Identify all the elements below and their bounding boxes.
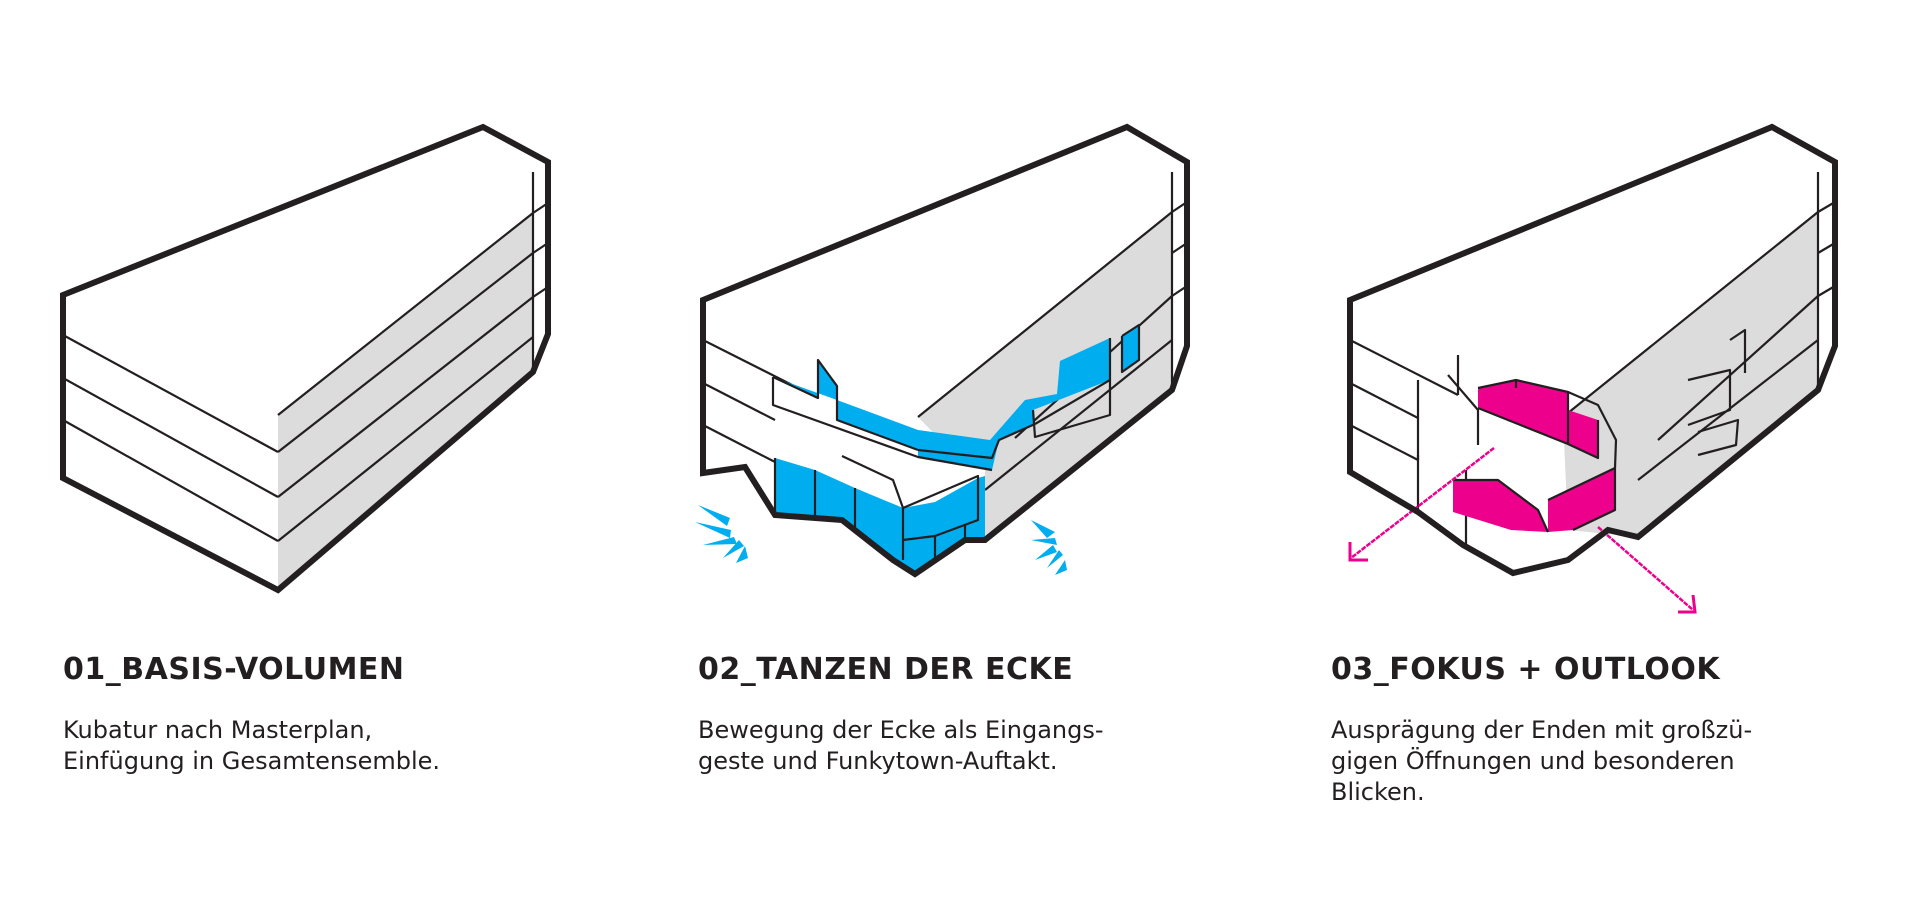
step-description: Bewegung der Ecke als Eingangs- geste un… [698, 715, 1218, 777]
description-line: gigen Öffnungen und besonderen [1331, 747, 1735, 775]
description-line: Blicken. [1331, 778, 1425, 806]
step-description: Kubatur nach Masterplan, Einfügung in Ge… [63, 715, 583, 777]
dancing-corner-drawing [695, 123, 1190, 578]
step-03-fokus-outlook: 03_FOKUS + OUTLOOK Ausprägung der Enden … [1268, 0, 1888, 916]
step-02-tanzen-der-ecke: 02_TANZEN DER ECKE Bewegung der Ecke als… [635, 0, 1255, 916]
description-line: Kubatur nach Masterplan, [63, 716, 373, 744]
description-line: Einfügung in Gesamtensemble. [63, 747, 441, 775]
step-01-basis-volumen: 01_BASIS-VOLUMEN Kubatur nach Masterplan… [0, 0, 620, 916]
step-title: 01_BASIS-VOLUMEN [63, 652, 405, 687]
step-title: 02_TANZEN DER ECKE [698, 652, 1074, 687]
basis-volume-drawing [60, 123, 551, 594]
description-line: geste und Funkytown-Auftakt. [698, 747, 1058, 775]
step-description: Ausprägung der Enden mit großzü- gigen Ö… [1331, 715, 1851, 808]
focus-outlook-drawing [1347, 123, 1838, 614]
description-line: Ausprägung der Enden mit großzü- [1331, 716, 1753, 744]
step-title: 03_FOKUS + OUTLOOK [1331, 652, 1721, 687]
description-line: Bewegung der Ecke als Eingangs- [698, 716, 1104, 744]
